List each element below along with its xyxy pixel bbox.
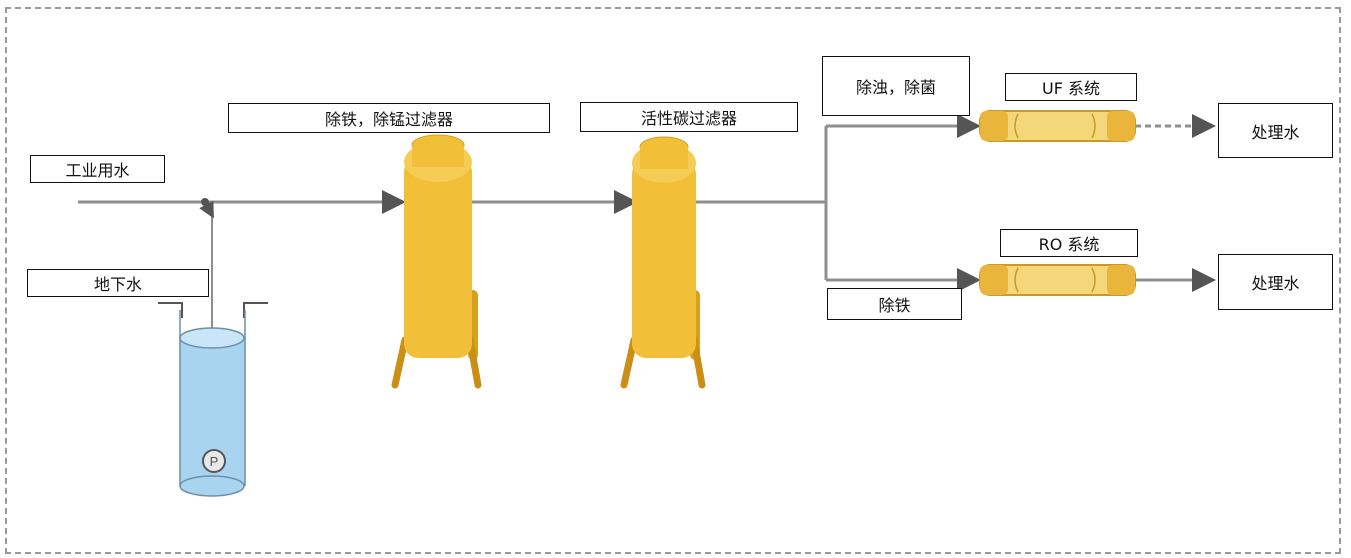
label-iron-manganese-filter: 除铁，除锰过滤器 [228, 103, 550, 133]
label-industrial-water: 工业用水 [30, 155, 165, 183]
ro-membrane [979, 264, 1136, 296]
label-ro-system: RO 系统 [1000, 229, 1138, 257]
label-turbidity-bacteria-removal: 除浊，除菌 [822, 56, 970, 116]
iron-manganese-tank [391, 134, 482, 389]
svg-text:P: P [210, 454, 219, 469]
diagram-frame [5, 7, 1341, 554]
main-pipe [78, 114, 981, 292]
uf-membrane [979, 110, 1136, 142]
activated-carbon-tank [620, 136, 706, 389]
label-iron-removal: 除铁 [827, 288, 962, 320]
pump-icon [202, 449, 226, 473]
groundwater-well: P [158, 302, 268, 497]
label-treated-water-bottom: 处理水 [1218, 254, 1333, 310]
label-uf-system: UF 系统 [1005, 73, 1137, 101]
label-groundwater: 地下水 [27, 269, 209, 297]
label-treated-water-top: 处理水 [1218, 103, 1333, 158]
outlet-pipes [1135, 114, 1216, 292]
label-activated-carbon-filter: 活性碳过滤器 [580, 102, 798, 132]
